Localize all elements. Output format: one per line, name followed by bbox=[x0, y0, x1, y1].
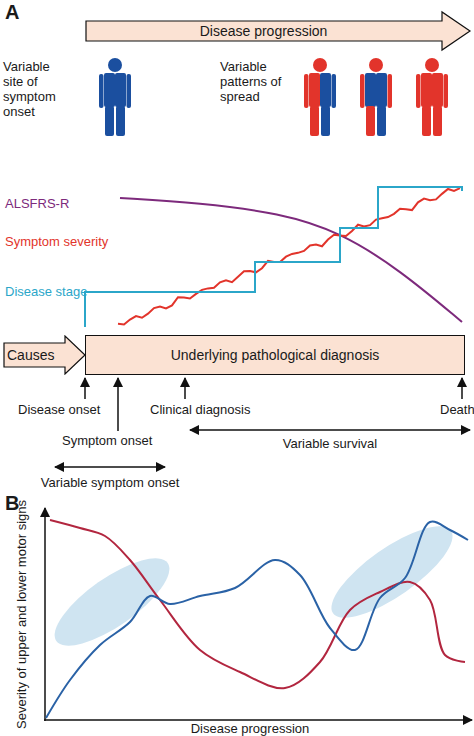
body-part bbox=[416, 74, 421, 108]
body-part bbox=[365, 73, 376, 107]
series-label: ALSFRS-R bbox=[5, 197, 69, 212]
lower-motor-curve bbox=[46, 522, 468, 718]
panel-letter: A bbox=[5, 1, 19, 24]
axis-title: Severity of upper and lower motor signs bbox=[15, 474, 30, 736]
body-part bbox=[115, 73, 126, 107]
block-arrow: Causes bbox=[3, 335, 87, 375]
annotation: Variable patterns of spread bbox=[220, 60, 290, 105]
interval-label: Variable survival bbox=[230, 437, 430, 452]
body-figure bbox=[99, 58, 131, 136]
body-part bbox=[388, 74, 393, 108]
body-part bbox=[425, 58, 439, 72]
body-part bbox=[116, 106, 125, 136]
body-part bbox=[313, 58, 327, 72]
timeline-arrow bbox=[117, 378, 119, 431]
block-arrow: Disease progression bbox=[85, 10, 472, 52]
y-axis bbox=[44, 508, 46, 721]
body-part bbox=[320, 73, 331, 107]
series-label: Symptom severity bbox=[5, 235, 108, 250]
upper-motor-curve bbox=[50, 520, 465, 688]
timeline-label: Death bbox=[440, 403, 474, 418]
body-figure bbox=[304, 58, 336, 136]
timeline-arrow bbox=[461, 378, 463, 399]
body-part bbox=[422, 106, 431, 136]
body-part bbox=[108, 58, 122, 72]
timeline-label: Clinical diagnosis bbox=[150, 403, 250, 418]
node-text: Underlying pathological diagnosis bbox=[86, 347, 464, 363]
interval-label: Variable symptom onset bbox=[30, 476, 190, 491]
node-text: Disease progression bbox=[85, 21, 442, 41]
timeline-arrow bbox=[184, 378, 186, 399]
body-part bbox=[309, 73, 320, 107]
timeline-arrow bbox=[84, 378, 86, 399]
stage-steps bbox=[85, 187, 462, 327]
highlight-ellipse bbox=[319, 511, 464, 633]
body-figure bbox=[360, 58, 392, 136]
annotation: Variable site of symptom onset bbox=[3, 60, 67, 120]
arrow-shape bbox=[86, 12, 470, 50]
body-part bbox=[127, 74, 132, 108]
body-part bbox=[432, 73, 443, 107]
body-figure bbox=[416, 58, 448, 136]
body-part bbox=[105, 106, 114, 136]
body-part bbox=[332, 74, 337, 108]
timeline-label: Disease onset bbox=[18, 403, 100, 418]
body-part bbox=[376, 73, 387, 107]
body-part bbox=[433, 106, 442, 136]
body-part bbox=[366, 106, 375, 136]
body-part bbox=[104, 73, 115, 107]
arrow-shape bbox=[4, 336, 85, 374]
body-part bbox=[444, 74, 449, 108]
node-text: Causes bbox=[7, 347, 54, 363]
body-part bbox=[369, 58, 383, 72]
timeline-label: Symptom onset bbox=[62, 434, 152, 449]
diagnosis-box: Underlying pathological diagnosis bbox=[85, 335, 465, 375]
body-part bbox=[360, 74, 365, 108]
timeline-arrow bbox=[190, 429, 470, 431]
series-label: Disease stage bbox=[5, 285, 87, 300]
severity-curve bbox=[118, 188, 460, 324]
body-part bbox=[321, 106, 330, 136]
x-axis bbox=[44, 719, 472, 721]
body-part bbox=[310, 106, 319, 136]
alsfrs-curve bbox=[120, 198, 462, 322]
timeline-arrow bbox=[55, 466, 165, 468]
body-part bbox=[304, 74, 309, 108]
body-part bbox=[377, 106, 386, 136]
body-part bbox=[421, 73, 432, 107]
body-part bbox=[99, 74, 104, 108]
axis-title: Disease progression bbox=[150, 722, 350, 736]
